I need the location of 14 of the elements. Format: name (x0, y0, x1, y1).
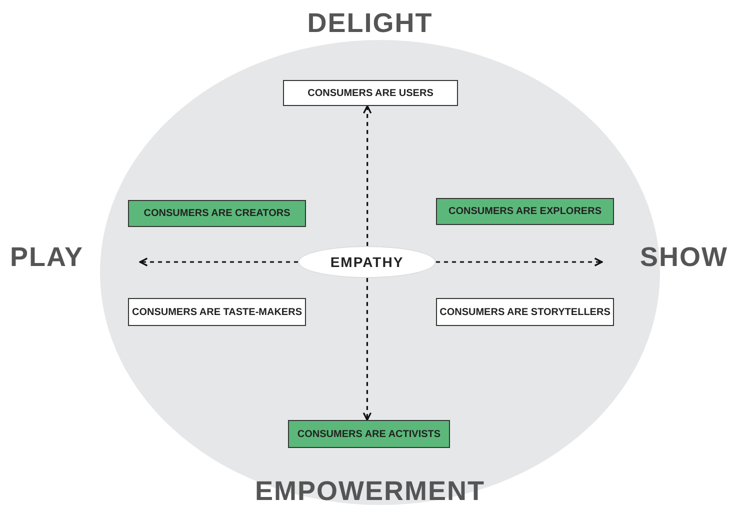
axis-label: EMPOWERMENT (255, 476, 485, 507)
axis-label: DELIGHT (307, 8, 433, 39)
dashed-arrow (436, 258, 603, 266)
label-box: CONSUMERS ARE ACTIVISTS (288, 420, 450, 448)
label-box: CONSUMERS ARE USERS (283, 80, 458, 106)
dashed-arrow (362, 105, 372, 246)
dashed-arrow (139, 258, 298, 266)
label-box: CONSUMERS ARE STORYTELLERS (436, 298, 614, 326)
label-box: CONSUMERS ARE TASTE-MAKERS (128, 298, 306, 326)
axis-label: PLAY (10, 242, 84, 273)
label-box: CONSUMERS ARE CREATORS (128, 200, 306, 227)
axis-label: SHOW (640, 242, 728, 273)
label-box: CONSUMERS ARE EXPLORERS (436, 198, 614, 225)
dashed-arrow (362, 278, 372, 421)
